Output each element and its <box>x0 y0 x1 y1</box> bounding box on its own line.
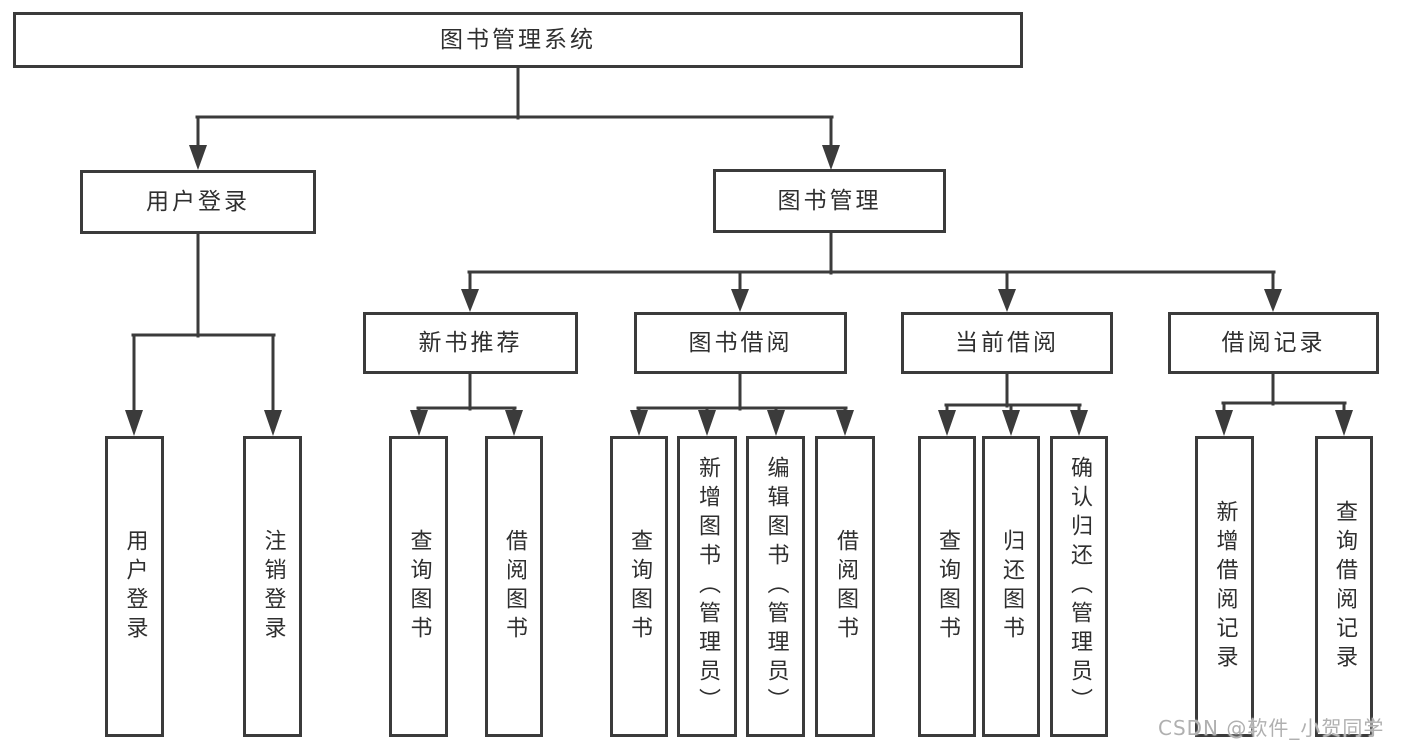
node-borrowing-records: 借阅记录 <box>1168 312 1379 374</box>
node-book-management: 图书管理 <box>713 169 946 233</box>
leaf-return-books: 归还图书 <box>982 436 1040 737</box>
leaf-query-books: 查询图书 <box>918 436 976 737</box>
leaf-query-books: 查询图书 <box>610 436 668 737</box>
leaf-query-books: 查询图书 <box>389 436 448 737</box>
node-library-management-system: 图书管理系统 <box>13 12 1023 68</box>
leaf-add-borrow-record: 新增借阅记录 <box>1195 436 1254 737</box>
csdn-watermark: CSDN @软件_小贺同学 <box>1158 716 1385 740</box>
leaf-add-book-admin: 新增图书（管理员） <box>677 436 737 737</box>
node-user-login: 用户登录 <box>80 170 316 234</box>
node-current-borrowing: 当前借阅 <box>901 312 1113 374</box>
node-book-borrowing: 图书借阅 <box>634 312 847 374</box>
leaf-query-borrow-record: 查询借阅记录 <box>1315 436 1373 737</box>
leaf-borrow-books: 借阅图书 <box>815 436 875 737</box>
node-new-book-recommendation: 新书推荐 <box>363 312 578 374</box>
leaf-logout-login: 注销登录 <box>243 436 302 737</box>
leaf-borrow-books: 借阅图书 <box>485 436 543 737</box>
leaf-confirm-return-admin: 确认归还（管理员） <box>1050 436 1108 737</box>
leaf-edit-book-admin: 编辑图书（管理员） <box>746 436 805 737</box>
leaf-user-login: 用户登录 <box>105 436 164 737</box>
arrowheads <box>125 145 1353 436</box>
